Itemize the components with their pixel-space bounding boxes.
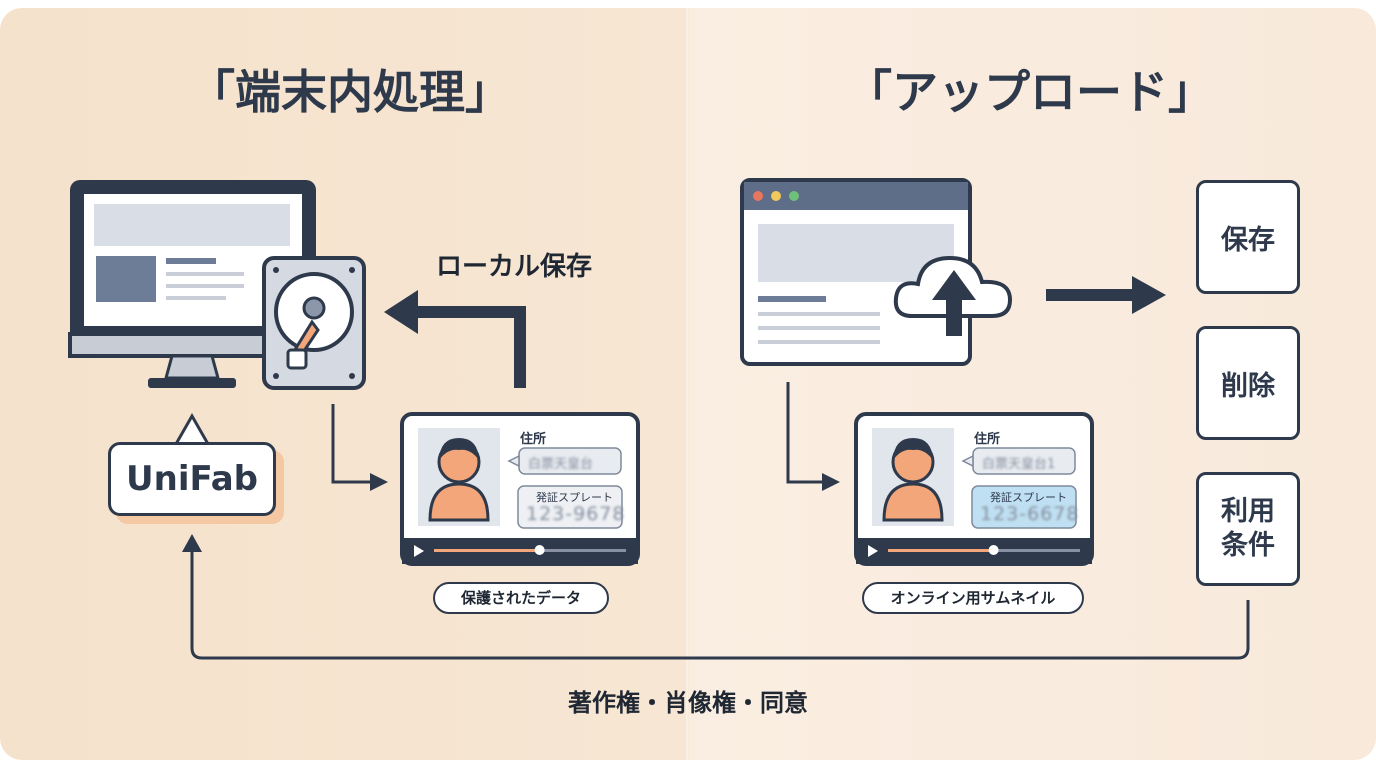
plate-value: 123-6678 <box>980 503 1080 525</box>
person-avatar-icon <box>428 438 490 522</box>
hard-drive-icon <box>262 256 366 390</box>
left-data-card <box>400 412 640 566</box>
right-video-bar[interactable] <box>868 545 1080 557</box>
upload-title: 「アップロード」 <box>846 65 1214 119</box>
drive-to-card-connector <box>331 404 376 484</box>
address-label: 住所 <box>520 432 547 447</box>
person-avatar-icon <box>882 438 944 522</box>
local-save-arrow <box>384 290 526 388</box>
unifab-badge: UniFab <box>108 442 276 516</box>
play-icon <box>868 545 878 557</box>
address-label: 住所 <box>974 432 1001 447</box>
terms-line-1: 利用 <box>1221 496 1275 527</box>
save-option-box: 保存 <box>1196 180 1300 294</box>
progress-knob <box>534 545 545 555</box>
delete-option-box: 削除 <box>1196 326 1300 440</box>
protected-data-caption: 保護されたデータ <box>433 582 609 614</box>
drive-to-card-arrowhead <box>370 473 388 491</box>
left-video-bar[interactable] <box>414 545 626 557</box>
address-value: 白票天皇台1 <box>982 457 1056 472</box>
desktop-monitor-icon <box>68 180 318 388</box>
local-save-label: ローカル保存 <box>436 252 593 282</box>
upload-flow-arrow <box>1046 276 1166 314</box>
progress-fill <box>434 549 540 552</box>
terms-of-use-option-box: 利用 条件 <box>1196 472 1300 586</box>
progress-knob <box>988 545 999 555</box>
cloud-upload-icon <box>893 255 1013 336</box>
badge-pointer <box>173 412 211 446</box>
progress-fill <box>888 549 994 552</box>
rights-consent-label: 著作権・肖像権・同意 <box>568 689 808 717</box>
browser-to-card-connector <box>786 382 828 484</box>
feedback-loop-line <box>190 552 1250 660</box>
plate-value: 123-9678 <box>526 503 626 525</box>
feedback-loop-arrowhead <box>182 534 202 552</box>
online-thumbnail-caption: オンライン用サムネイル <box>862 582 1084 614</box>
play-icon <box>414 545 424 557</box>
address-value: 白票天皇台 <box>528 457 594 472</box>
browser-to-card-arrowhead <box>822 473 840 491</box>
plate-label: 発証スプレート <box>536 491 613 504</box>
terms-line-2: 条件 <box>1221 530 1275 561</box>
local-processing-title: 「端末内処理」 <box>189 65 511 119</box>
plate-label: 発証スプレート <box>990 491 1067 504</box>
